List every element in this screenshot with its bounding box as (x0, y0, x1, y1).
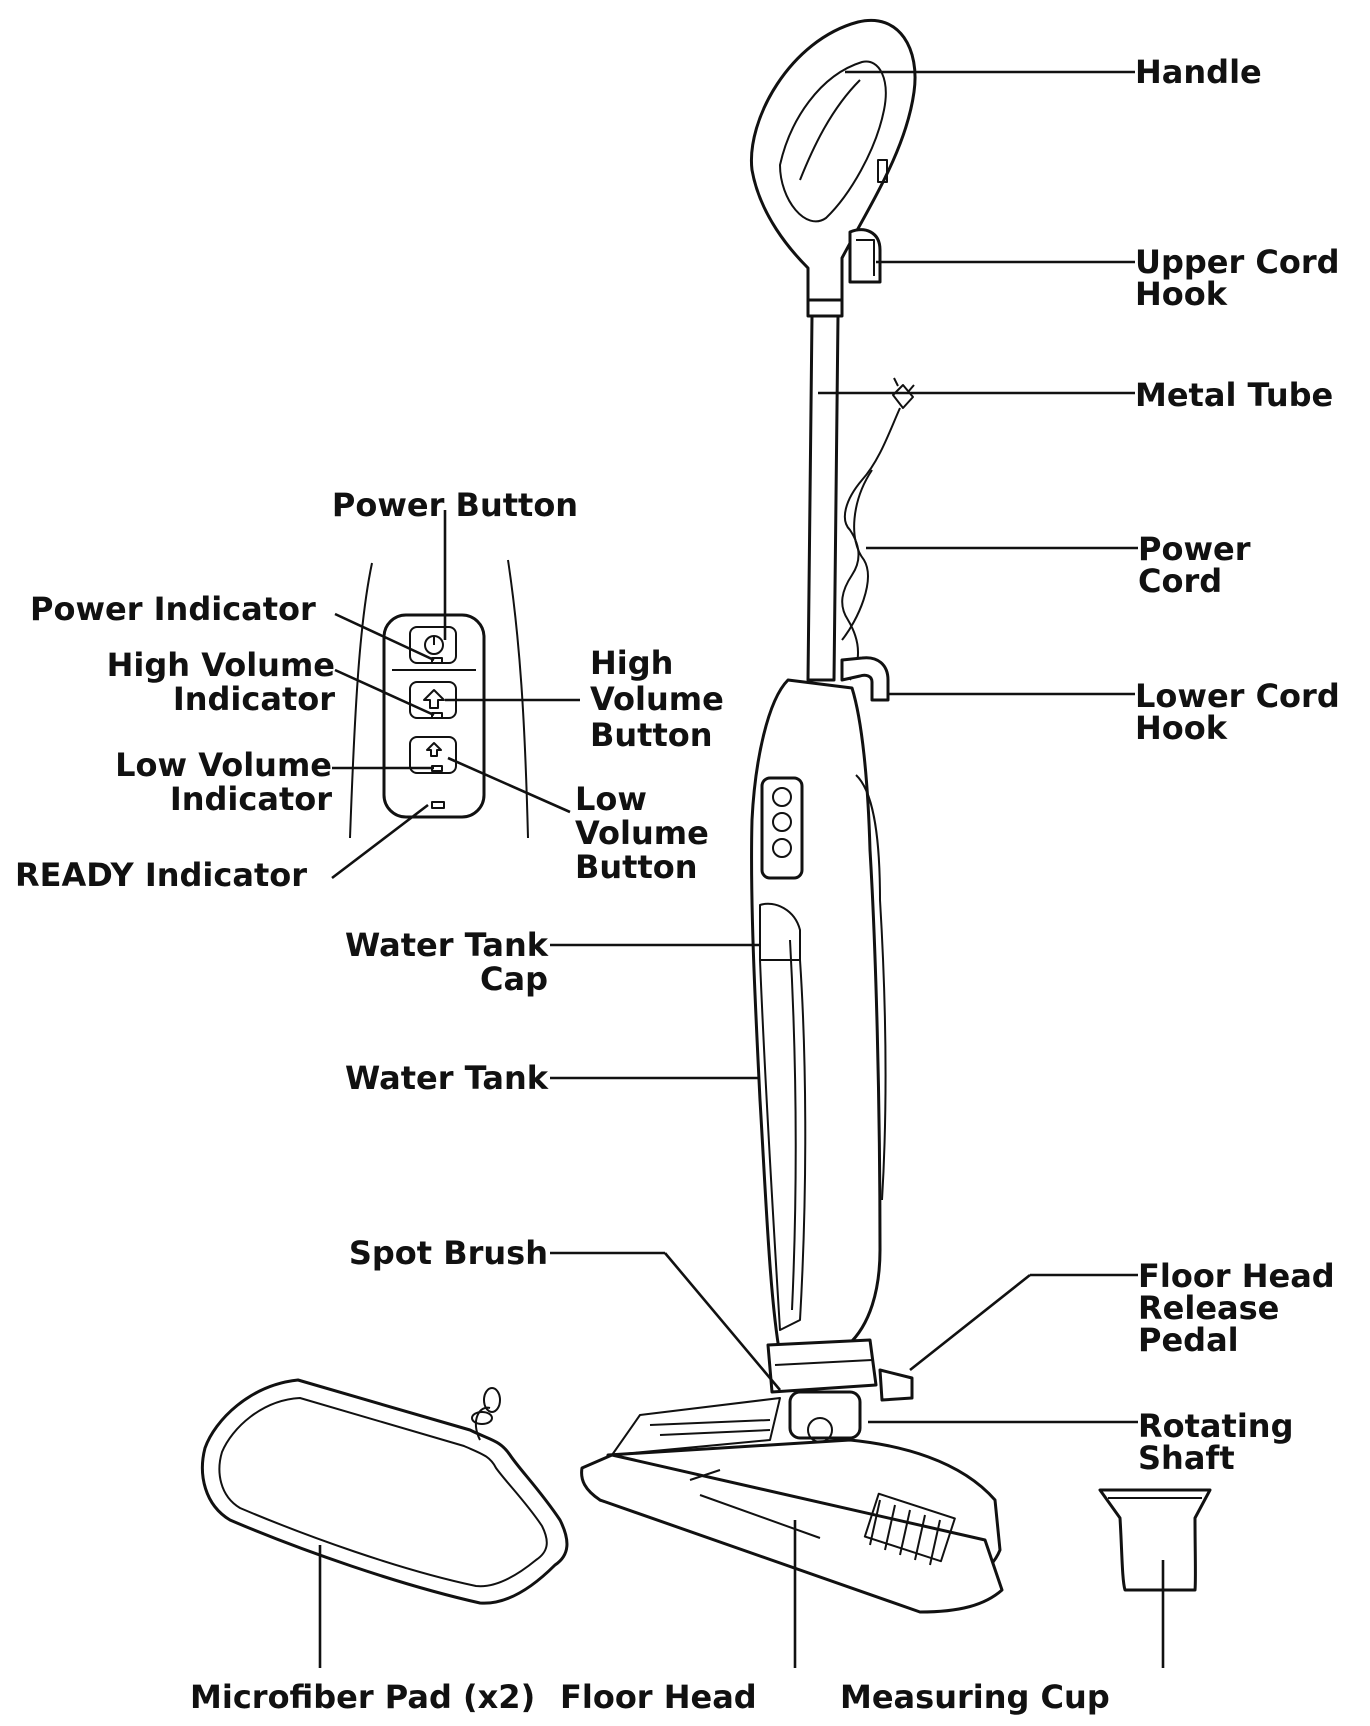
high-volume-indicator-label: High Volume Indicator (106, 646, 335, 718)
rotating-shaft-label: Rotating Shaft (1138, 1407, 1294, 1477)
low-volume-indicator-label: Low Volume Indicator (115, 746, 332, 818)
low-volume-button-label: Low Volume Button (575, 780, 709, 886)
power-button-label: Power Button (331, 486, 579, 524)
handle-label: Handle (1135, 53, 1262, 91)
leader-lines (318, 70, 1165, 1668)
water-tank-label: Water Tank (344, 1059, 548, 1097)
high-volume-button-label: High Volume Button (590, 644, 724, 754)
water-tank-cap-label: Water Tank Cap (344, 926, 548, 998)
control-panel-inset (349, 559, 529, 839)
microfiber-pad-label: Microfiber Pad (x2) (190, 1678, 536, 1716)
spot-brush-label: Spot Brush (348, 1234, 548, 1272)
upper-cord-hook-label: Upper Cord Hook (1135, 243, 1340, 313)
ready-indicator-label: READY Indicator (15, 856, 307, 894)
floor-head-label: Floor Head (560, 1678, 757, 1716)
lower-cord-hook-label: Lower Cord Hook (1135, 677, 1340, 747)
power-cord-label: Power Cord (1138, 530, 1251, 600)
floor-head-release-pedal-label: Floor Head Release Pedal (1138, 1257, 1335, 1359)
steam-mop-illustration (580, 18, 1004, 1614)
metal-tube-label: Metal Tube (1135, 376, 1334, 414)
microfiber-pad-illustration (201, 1378, 569, 1605)
power-indicator-label: Power Indicator (30, 590, 316, 628)
measuring-cup-label: Measuring Cup (840, 1678, 1110, 1716)
measuring-cup-illustration (1098, 1488, 1212, 1592)
